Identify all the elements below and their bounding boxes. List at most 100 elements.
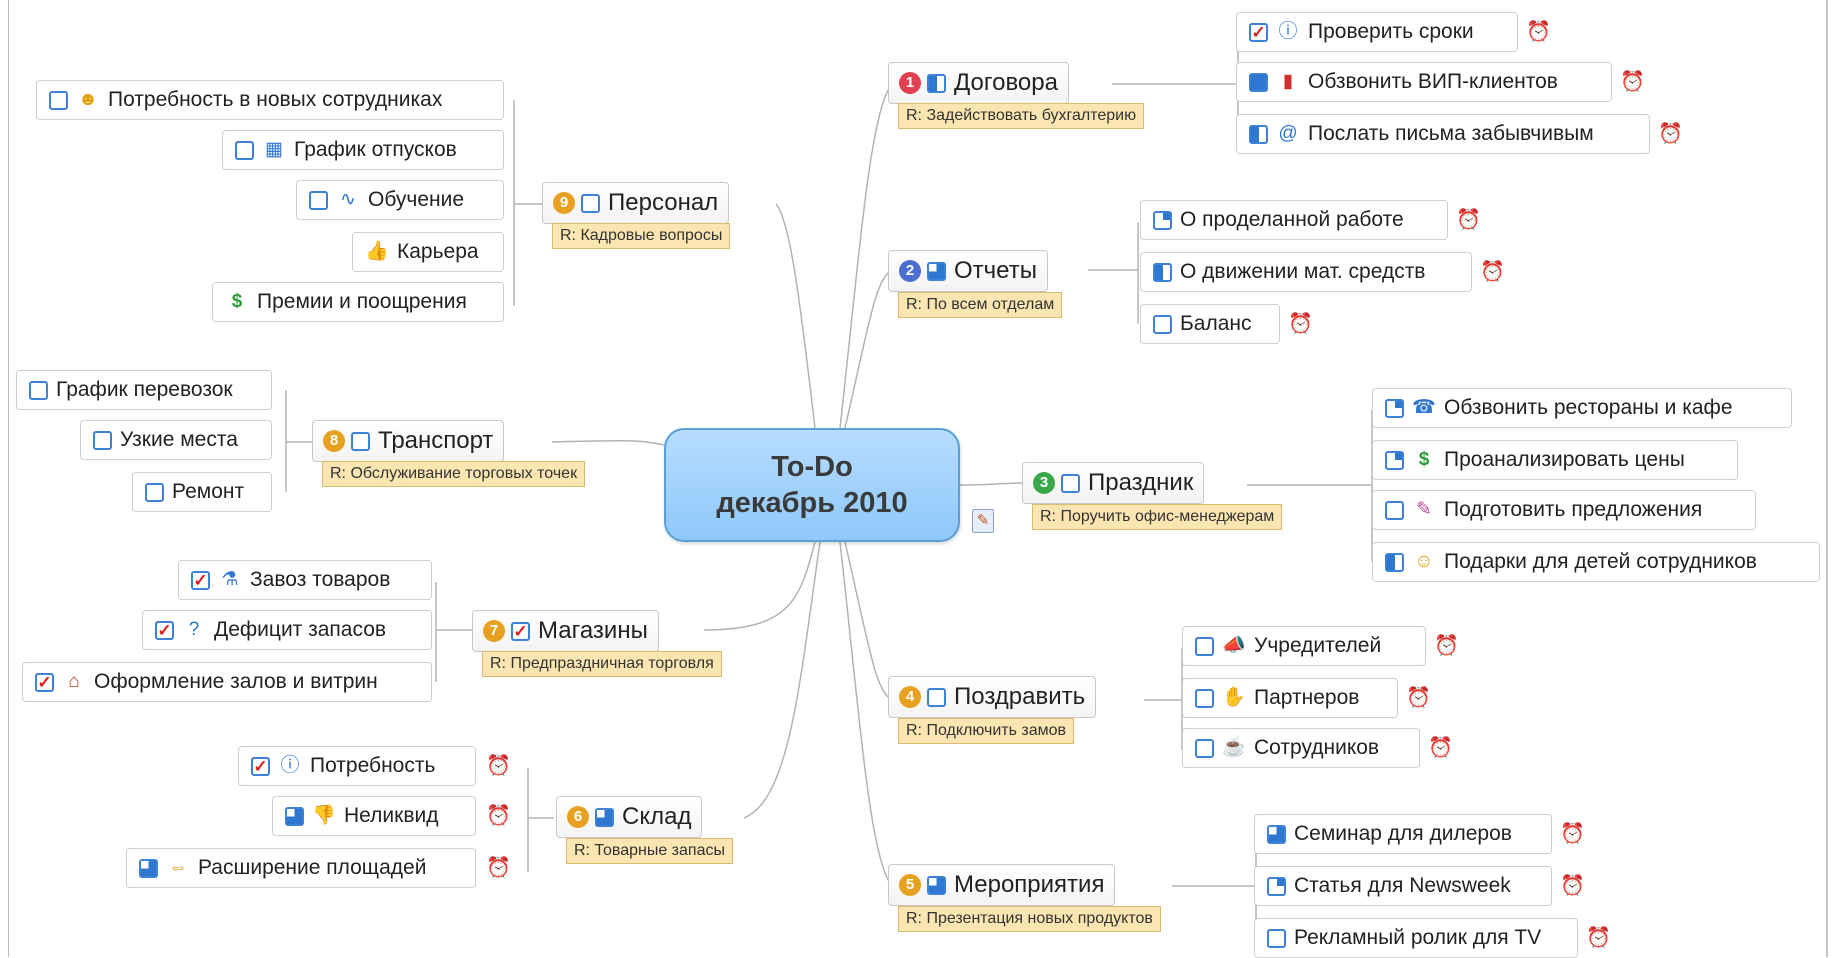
task-label: Карьера: [397, 240, 479, 263]
task-sotrudnikov[interactable]: ☕ Сотрудников: [1182, 728, 1420, 768]
task-proanalizirovat-ceny[interactable]: $ Проанализировать цены: [1372, 440, 1738, 480]
checkbox-50-icon[interactable]: [1153, 262, 1172, 282]
alarm-clock-icon[interactable]: ⏰: [1658, 123, 1683, 145]
smiley-icon: ☺: [1414, 551, 1434, 572]
alarm-clock-icon[interactable]: ⏰: [1428, 737, 1453, 759]
task-remont[interactable]: Ремонт: [132, 472, 272, 512]
topic-sklad[interactable]: 6 Склад: [556, 796, 703, 838]
task-potrebnost[interactable]: ✓ ⓘ Потребность: [238, 746, 476, 786]
checkbox-25-icon[interactable]: [1153, 210, 1172, 230]
progress-75-icon[interactable]: [927, 261, 946, 281]
alarm-clock-icon[interactable]: ⏰: [1288, 313, 1313, 335]
checkbox-100-icon[interactable]: [1249, 72, 1268, 92]
checkbox-done-icon[interactable]: ✓: [155, 620, 174, 640]
alarm-clock-icon[interactable]: ⏰: [486, 857, 511, 879]
topic-prazdnik[interactable]: 3 Праздник: [1022, 462, 1205, 504]
checkbox-75-icon[interactable]: [139, 858, 158, 878]
task-uchrediteley[interactable]: 📣 Учредителей: [1182, 626, 1426, 666]
checkbox-0-icon[interactable]: [29, 380, 48, 400]
task-premii[interactable]: $ Премии и поощрения: [212, 282, 504, 322]
topic-magaziny[interactable]: 7 ✓ Магазины: [472, 610, 659, 652]
task-obuchenie[interactable]: ∿ Обучение: [296, 180, 504, 220]
task-seminar[interactable]: Семинар для дилеров: [1254, 814, 1552, 854]
progress-0-icon[interactable]: [581, 193, 600, 213]
checkbox-done-icon[interactable]: ✓: [191, 570, 210, 590]
alarm-clock-icon[interactable]: ⏰: [1620, 71, 1645, 93]
topic-pozdravit[interactable]: 4 Поздравить: [888, 676, 1097, 718]
task-label: Баланс: [1180, 312, 1252, 335]
topic-meropriyatiya[interactable]: 5 Мероприятия: [888, 864, 1116, 906]
task-grafik-perevozok[interactable]: График перевозок: [16, 370, 272, 410]
task-obzvonit-restorany[interactable]: ☎ Обзвонить рестораны и кафе: [1372, 388, 1792, 428]
task-obzvonit-vip[interactable]: ▮ Обзвонить ВИП-клиентов: [1236, 62, 1612, 102]
task-label: Дефицит запасов: [214, 618, 387, 641]
task-balans[interactable]: Баланс: [1140, 304, 1280, 344]
topic-otchety[interactable]: 2 Отчеты: [888, 250, 1048, 292]
central-topic[interactable]: To-Do декабрь 2010: [664, 428, 960, 542]
task-o-prodelannoy-rabote[interactable]: О проделанной работе: [1140, 200, 1448, 240]
alarm-clock-icon[interactable]: ⏰: [486, 805, 511, 827]
checkbox-25-icon[interactable]: [1385, 450, 1404, 470]
alarm-clock-icon[interactable]: ⏰: [1560, 823, 1585, 845]
task-grafik-otpuskov[interactable]: ▦ График отпусков: [222, 130, 504, 170]
progress-0-icon[interactable]: [927, 687, 946, 707]
task-reklamnyy-rolik[interactable]: Рекламный ролик для TV: [1254, 918, 1578, 958]
checkbox-0-icon[interactable]: [1267, 928, 1286, 948]
alarm-clock-icon[interactable]: ⏰: [486, 755, 511, 777]
topic-transport[interactable]: 8 Транспорт: [312, 420, 505, 462]
task-potrebnost-sotrudnikov[interactable]: ☻ Потребность в новых сотрудниках: [36, 80, 504, 120]
task-proverit-sroki[interactable]: ✓ ⓘ Проверить сроки: [1236, 12, 1518, 52]
alarm-clock-icon[interactable]: ⏰: [1456, 209, 1481, 231]
checkbox-0-icon[interactable]: [93, 430, 112, 450]
task-oformlenie[interactable]: ✓ ⌂ Оформление залов и витрин: [22, 662, 432, 702]
progress-75-icon[interactable]: [595, 807, 614, 827]
checkbox-75-icon[interactable]: [1267, 824, 1286, 844]
checkbox-50-icon[interactable]: [1385, 552, 1404, 572]
checkbox-25-icon[interactable]: [1267, 876, 1286, 896]
task-o-dvizhenii[interactable]: О движении мат. средств: [1140, 252, 1472, 292]
checkbox-0-icon[interactable]: [1195, 636, 1214, 656]
task-uzkie-mesta[interactable]: Узкие места: [80, 420, 272, 460]
alarm-clock-icon[interactable]: ⏰: [1526, 21, 1551, 43]
checkbox-done-icon[interactable]: ✓: [35, 672, 54, 692]
checkbox-25-icon[interactable]: [1385, 398, 1404, 418]
checkbox-0-icon[interactable]: [309, 190, 328, 210]
task-poslat-pisma[interactable]: @ Послать письма забывчивым: [1236, 114, 1650, 154]
progress-0-icon[interactable]: [1061, 473, 1080, 493]
checkbox-75-icon[interactable]: [285, 806, 304, 826]
alarm-clock-icon[interactable]: ⏰: [1480, 261, 1505, 283]
checkbox-0-icon[interactable]: [145, 482, 164, 502]
progress-50-icon[interactable]: [927, 73, 946, 93]
checkbox-0-icon[interactable]: [1195, 738, 1214, 758]
alarm-clock-icon[interactable]: ⏰: [1406, 687, 1431, 709]
checkbox-0-icon[interactable]: [1153, 314, 1172, 334]
checkbox-0-icon[interactable]: [235, 140, 254, 160]
task-statya[interactable]: Статья для Newsweek: [1254, 866, 1552, 906]
alarm-clock-icon[interactable]: ⏰: [1434, 635, 1459, 657]
handshake-icon: ✋: [1222, 687, 1246, 708]
task-podgotovit-predlozheniya[interactable]: ✎ Подготовить предложения: [1372, 490, 1756, 530]
progress-75-icon[interactable]: [927, 875, 946, 895]
task-deficit-zapasov[interactable]: ✓ ? Дефицит запасов: [142, 610, 432, 650]
checkbox-0-icon[interactable]: [49, 90, 68, 110]
task-zavoz-tovarov[interactable]: ✓ ⚗ Завоз товаров: [178, 560, 432, 600]
checkbox-done-icon[interactable]: ✓: [251, 756, 270, 776]
task-rasshirenie[interactable]: ⇔ Расширение площадей: [126, 848, 476, 888]
progress-0-icon[interactable]: [351, 431, 370, 451]
priority-8-icon: 8: [323, 430, 345, 452]
checkbox-done-icon[interactable]: ✓: [1249, 22, 1268, 42]
checkbox-50-icon[interactable]: [1249, 124, 1268, 144]
topic-dogovora[interactable]: 1 Договора: [888, 62, 1069, 104]
checkbox-0-icon[interactable]: [1385, 500, 1404, 520]
alarm-clock-icon[interactable]: ⏰: [1560, 875, 1585, 897]
task-partnerov[interactable]: ✋ Партнеров: [1182, 678, 1398, 718]
task-podarki[interactable]: ☺ Подарки для детей сотрудников: [1372, 542, 1820, 582]
task-nelikvid[interactable]: 👎 Неликвид: [272, 796, 476, 836]
note-icon[interactable]: ✎: [972, 509, 994, 533]
checkbox-0-icon[interactable]: [1195, 688, 1214, 708]
task-label: Обучение: [368, 188, 465, 211]
checkbox-done-icon[interactable]: ✓: [511, 621, 530, 641]
task-karera[interactable]: 👍 Карьера: [352, 232, 504, 272]
alarm-clock-icon[interactable]: ⏰: [1586, 927, 1611, 949]
topic-personal[interactable]: 9 Персонал: [542, 182, 730, 224]
